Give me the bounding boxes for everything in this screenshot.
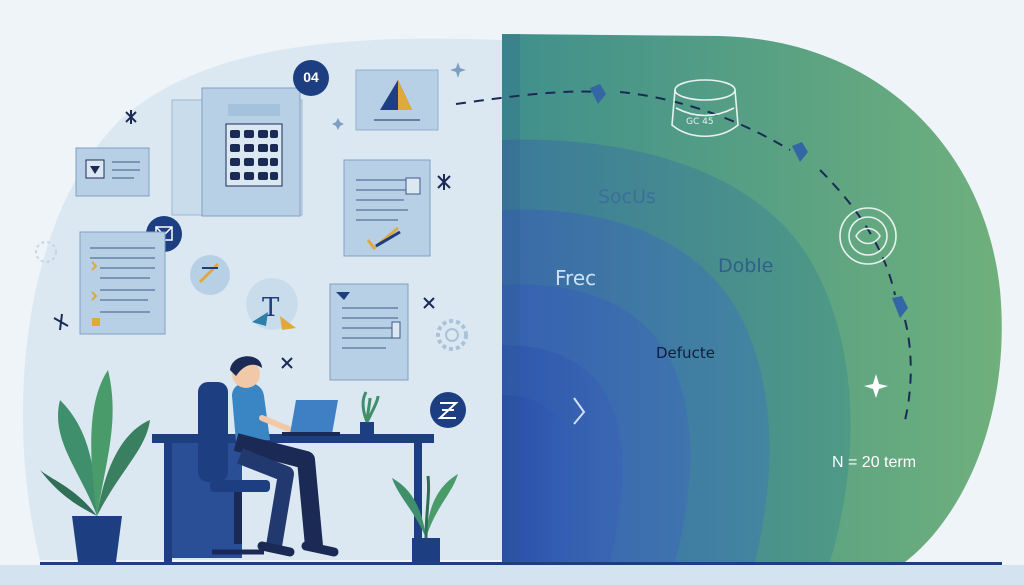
office-chair xyxy=(198,382,270,555)
layer-6 xyxy=(502,395,577,562)
seal-icon xyxy=(839,207,897,265)
calculator-icon xyxy=(225,123,283,187)
card-top-left xyxy=(75,147,150,197)
plant-icon xyxy=(392,474,458,562)
label-defucte: Defucte xyxy=(656,344,715,362)
label-frec: Frec xyxy=(555,266,597,290)
nested-layers xyxy=(502,34,1002,563)
sparkle-icon xyxy=(864,374,888,398)
gem-icon xyxy=(792,142,808,162)
ground-line xyxy=(40,562,1002,565)
document-left xyxy=(79,231,166,335)
gem-icon xyxy=(590,84,606,104)
desk-plant xyxy=(360,391,380,434)
z-badge-icon xyxy=(437,402,459,419)
svg-text:GC 45: GC 45 xyxy=(686,117,714,127)
text-tool-circle: T xyxy=(246,278,298,330)
coin-stack-icon: GC 45 xyxy=(671,79,739,137)
decorative-sparkles xyxy=(53,110,451,369)
label-socus: SocUs xyxy=(598,186,656,208)
gear-icon xyxy=(436,319,468,351)
label-doble: Doble xyxy=(718,255,774,277)
person xyxy=(230,356,339,557)
z-badge xyxy=(430,392,466,428)
label-n-term: N = 20 term xyxy=(832,454,917,471)
calculator-document xyxy=(171,87,303,217)
dashed-trajectory xyxy=(455,90,912,421)
laptop-icon xyxy=(282,400,340,436)
badge-04 xyxy=(293,60,329,96)
gem-icon xyxy=(892,296,908,318)
document-middle xyxy=(343,159,431,257)
tools-circle xyxy=(190,255,230,295)
badge-number: 04 xyxy=(303,69,319,85)
plant-icon xyxy=(40,370,150,562)
pyramid-card xyxy=(355,69,439,131)
floor-strip xyxy=(0,565,1024,585)
document-right xyxy=(329,283,409,381)
